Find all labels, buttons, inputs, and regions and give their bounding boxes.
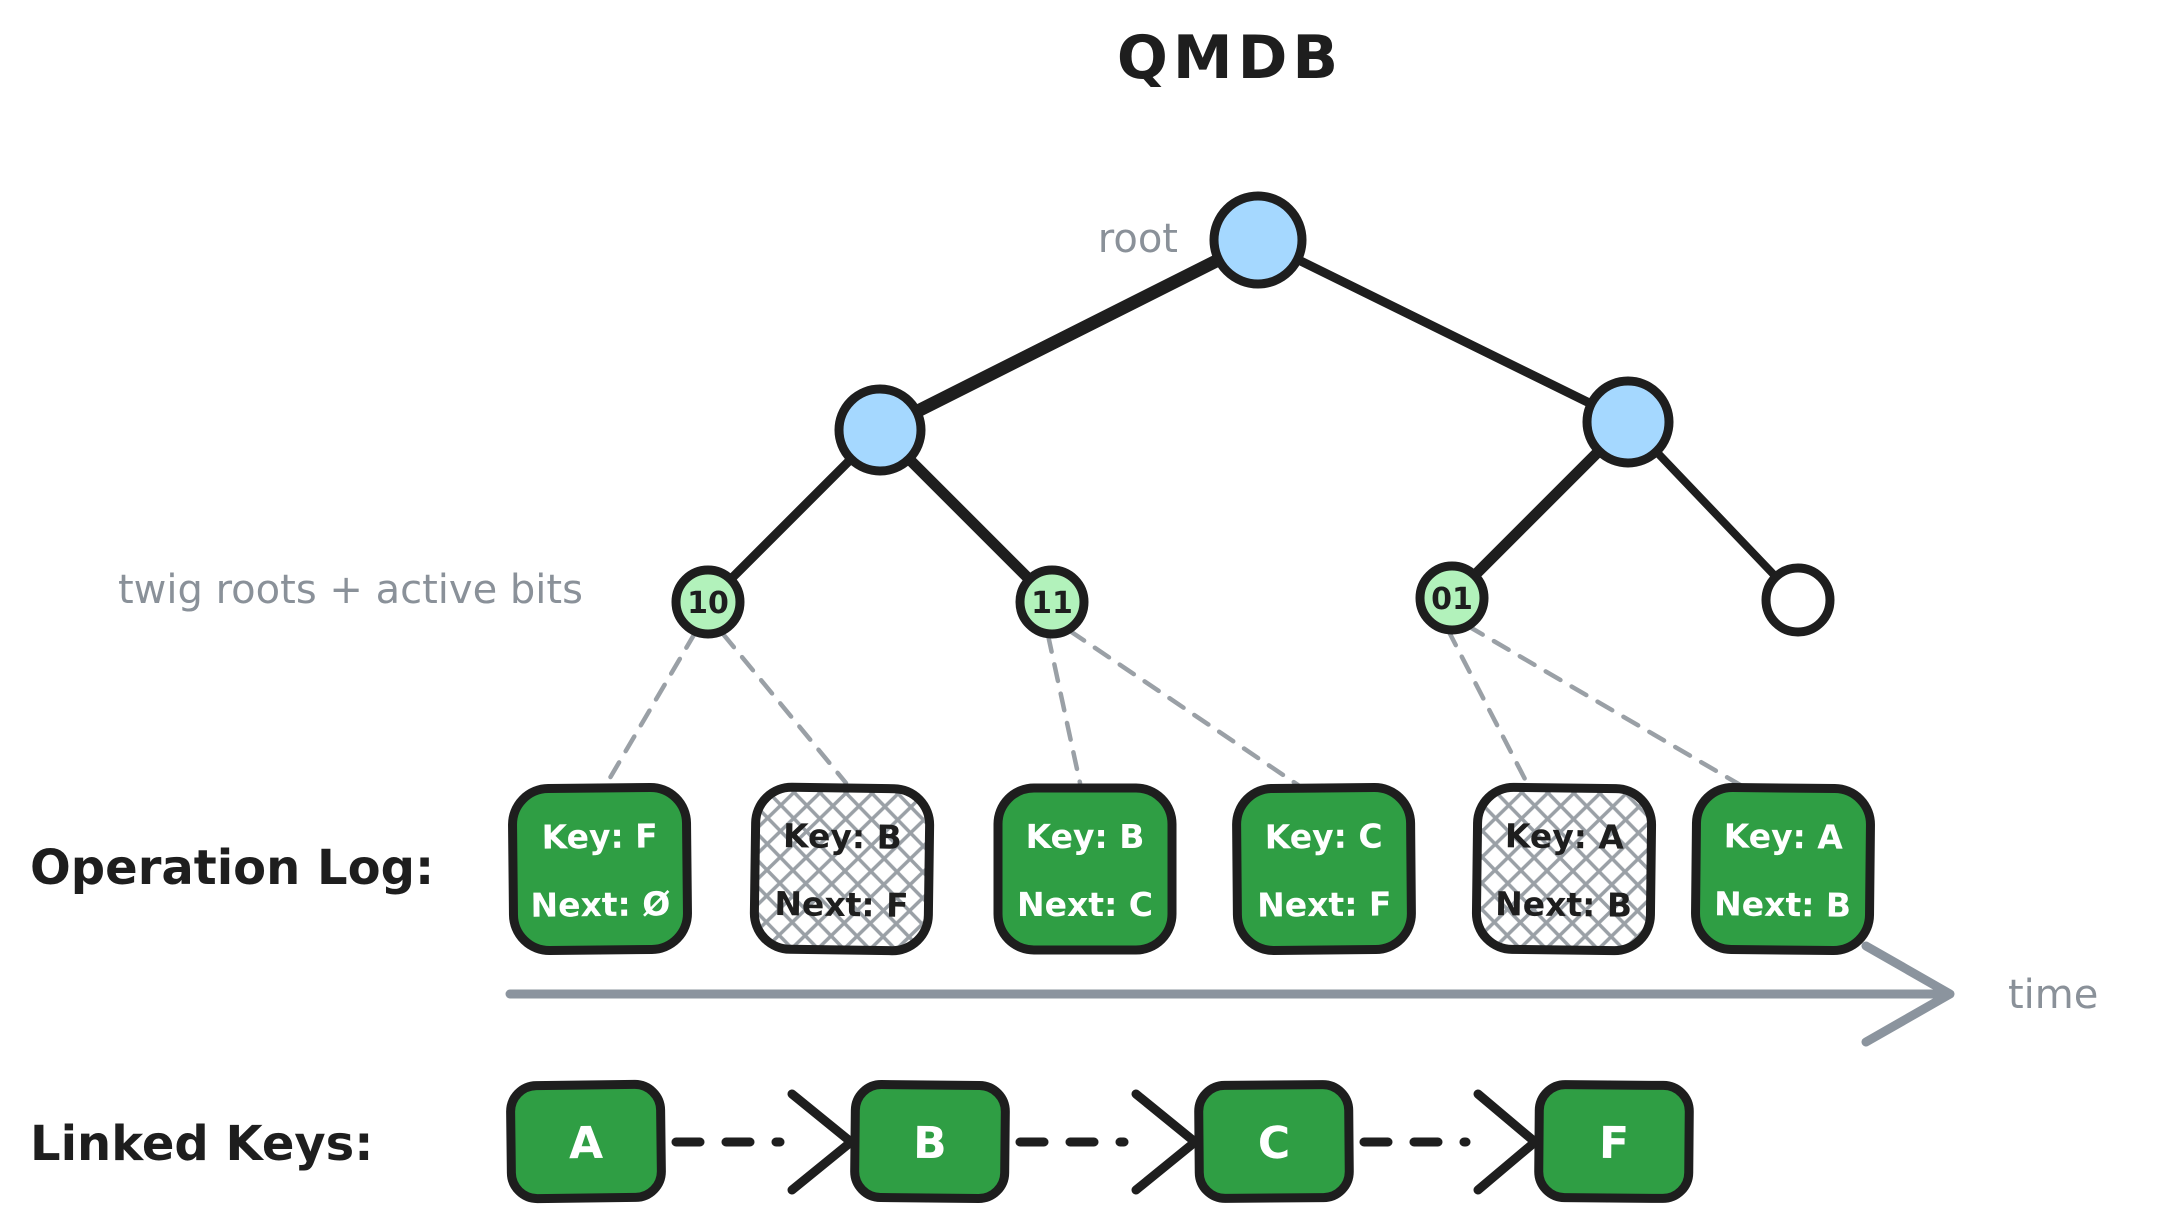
op-log-box-5	[1471, 782, 1657, 956]
operation-log-label: Operation Log:	[30, 840, 434, 896]
twig-connector-10-box2	[720, 631, 849, 786]
op-log-next-3: Next: C	[1017, 885, 1153, 924]
diagram-title: QMDB	[1117, 23, 1343, 93]
twig-connector-10-box1	[604, 630, 698, 786]
twig-node-10	[671, 565, 745, 639]
time-label: time	[2008, 972, 2098, 1018]
time-arrow-head	[1861, 941, 1955, 1047]
twig-connector-01-box5	[1445, 627, 1531, 788]
linked-keys-label: Linked Keys:	[30, 1116, 373, 1172]
twig-node-01-label: 01	[1431, 582, 1473, 617]
tree-nodes	[671, 191, 1835, 639]
op-log-box-2	[749, 782, 935, 956]
op-log-entry-1: Key: F Next: Ø	[508, 782, 692, 956]
twig-connector-11-box4	[1067, 628, 1301, 788]
op-log-next-6: Next: B	[1714, 884, 1851, 924]
linked-key-a: A	[506, 1079, 666, 1204]
op-log-entry-2: Key: B Next: F	[749, 782, 935, 956]
op-log-next-5: Next: B	[1495, 884, 1632, 925]
twig-connectors	[604, 623, 1745, 789]
linked-key-letter-f: F	[1599, 1118, 1630, 1169]
twig-connector-11-box3	[1045, 632, 1083, 786]
twig-node-11-label: 11	[1031, 586, 1073, 621]
root-node	[1209, 191, 1307, 289]
op-log-box-1	[508, 782, 692, 956]
op-log-key-6: Key: A	[1724, 816, 1844, 856]
linked-arrow-head-1	[787, 1089, 856, 1195]
empty-node	[1761, 563, 1835, 637]
linked-keys-boxes: A B C F	[506, 1079, 1694, 1204]
op-log-next-2: Next: F	[774, 884, 909, 925]
tree-edge-root-right	[1253, 235, 1633, 427]
op-log-key-2: Key: B	[783, 816, 902, 857]
linked-key-f: F	[1534, 1080, 1694, 1203]
op-log-key-4: Key: C	[1265, 816, 1383, 856]
linked-arrow-head-2	[1131, 1089, 1200, 1195]
op-log-key-5: Key: A	[1505, 816, 1625, 856]
linked-arrow-head-3	[1473, 1089, 1540, 1195]
linked-key-letter-c: C	[1258, 1118, 1291, 1169]
op-log-box-6	[1691, 782, 1875, 956]
linked-key-letter-b: B	[913, 1118, 947, 1169]
op-log-next-1: Next: Ø	[530, 884, 670, 924]
root-label: root	[1098, 216, 1178, 262]
linked-key-c: C	[1194, 1080, 1354, 1203]
op-log-box-4	[1232, 783, 1416, 955]
twig-roots-label: twig roots + active bits	[118, 567, 583, 613]
linked-key-b: B	[850, 1079, 1010, 1204]
twig-connector-01-box6	[1465, 623, 1745, 789]
tree-edge-root-left	[873, 233, 1265, 437]
op-log-entry-4: Key: C Next: F	[1232, 783, 1416, 955]
twig-node-10-label: 10	[687, 586, 729, 621]
linked-key-letter-a: A	[569, 1118, 604, 1169]
linked-key-arrows	[671, 1089, 1540, 1195]
op-log-key-1: Key: F	[541, 816, 658, 856]
op-log-key-3: Key: B	[1026, 817, 1145, 856]
operation-log-entries: Key: F Next: Ø Key: B Next: F Key: B Nex…	[508, 782, 1875, 956]
op-log-entry-6: Key: A Next: B	[1691, 782, 1875, 956]
time-arrow	[505, 941, 1955, 1047]
op-log-entry-5: Key: A Next: B	[1471, 782, 1657, 956]
internal-node-left	[834, 384, 926, 476]
internal-node-right	[1582, 376, 1674, 468]
op-log-box-3	[993, 783, 1177, 955]
twig-node-labels: 10 11 01	[687, 582, 1473, 621]
twig-node-11	[1015, 565, 1089, 639]
op-log-next-4: Next: F	[1257, 884, 1392, 924]
op-log-entry-3: Key: B Next: C	[993, 783, 1177, 955]
linked-key-box-a	[506, 1079, 666, 1204]
twig-node-01	[1415, 561, 1489, 635]
